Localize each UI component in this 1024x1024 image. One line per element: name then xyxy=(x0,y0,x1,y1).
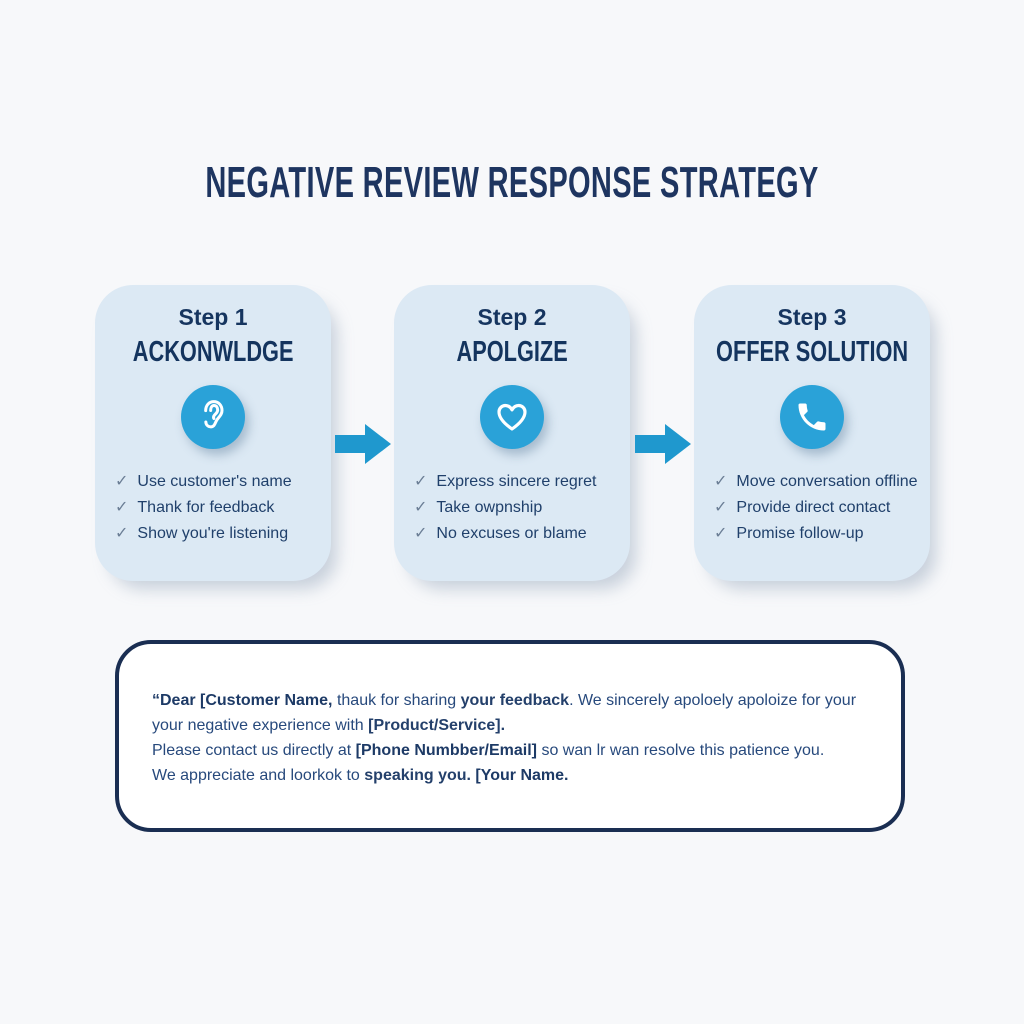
template-text-segment: “Dear [Customer Name, xyxy=(152,692,333,709)
template-text-segment: We appreciate and loorkok to xyxy=(152,767,365,784)
checklist-item: ✓ Move conversation offline xyxy=(714,469,930,495)
step2-title: APOLGIZE xyxy=(456,336,568,368)
checklist-item-label: Show you're listening xyxy=(137,525,289,542)
template-line-4: We appreciate and loorkok to speaking yo… xyxy=(152,763,873,788)
checklist-item-label: Promise follow-up xyxy=(736,525,864,542)
response-template-box: “Dear [Customer Name, thauk for sharing … xyxy=(115,640,905,832)
checklist-item: ✓ Show you're listening xyxy=(115,521,331,547)
arrow-head xyxy=(665,424,691,464)
checklist-item: ✓ Express sincere regret xyxy=(414,469,630,495)
ear-icon xyxy=(181,385,245,449)
step-card-offer-solution: Step 3 OFFER SOLUTION ✓ Move conversatio… xyxy=(694,285,930,581)
step1-number-label: Step 1 xyxy=(178,304,248,330)
checkmark-icon: ✓ xyxy=(714,473,728,490)
checklist-item: ✓ Take owpnship xyxy=(414,495,630,521)
template-line-3: Please contact us directly at [Phone Num… xyxy=(152,738,873,763)
arrow-shaft xyxy=(635,435,665,453)
template-text-segment: [Your Name. xyxy=(470,767,569,784)
step3-title: OFFER SOLUTION xyxy=(715,336,909,368)
template-text-segment: [Phone Numbber/Email] xyxy=(355,742,538,759)
checklist-item: ✓ Thank for feedback xyxy=(115,495,331,521)
template-text-segment: . We sincerely apoloely apoloize for you… xyxy=(569,692,857,709)
template-text-segment: [Product/Service]. xyxy=(368,717,506,734)
checkmark-icon: ✓ xyxy=(115,473,129,490)
step2-number-label: Step 2 xyxy=(477,304,547,330)
step3-number-label: Step 3 xyxy=(777,304,847,330)
checklist-item-label: Use customer's name xyxy=(137,473,292,490)
step1-checklist: ✓ Use customer's name ✓ Thank for feedba… xyxy=(95,469,331,547)
checklist-item-label: Provide direct contact xyxy=(736,499,891,516)
checkmark-icon: ✓ xyxy=(714,525,728,542)
checklist-item: ✓ Provide direct contact xyxy=(714,495,930,521)
checklist-item: ✓ Use customer's name xyxy=(115,469,331,495)
template-text-segment: your negative experience with xyxy=(152,717,369,734)
step2-checklist: ✓ Express sincere regret ✓ Take owpnship… xyxy=(394,469,630,547)
arrow-shaft xyxy=(335,435,365,453)
step3-checklist: ✓ Move conversation offline ✓ Provide di… xyxy=(694,469,930,547)
phone-icon xyxy=(780,385,844,449)
template-text-segment: your feedback xyxy=(460,692,570,709)
checkmark-icon: ✓ xyxy=(414,525,428,542)
step-card-acknowledge: Step 1 ACKONWLDGE ✓ Use customer's name … xyxy=(95,285,331,581)
checkmark-icon: ✓ xyxy=(414,499,428,516)
checkmark-icon: ✓ xyxy=(414,473,428,490)
checklist-item: ✓ No excuses or blame xyxy=(414,521,630,547)
checklist-item: ✓ Promise follow-up xyxy=(714,521,930,547)
template-text-segment: speaking you. xyxy=(364,767,471,784)
checkmark-icon: ✓ xyxy=(115,525,129,542)
template-line-1: “Dear [Customer Name, thauk for sharing … xyxy=(152,688,873,713)
checklist-item-label: Express sincere regret xyxy=(436,473,597,490)
checkmark-icon: ✓ xyxy=(714,499,728,516)
checklist-item-label: Thank for feedback xyxy=(137,499,275,516)
template-line-2: your negative experience with [Product/S… xyxy=(152,713,873,738)
template-text-segment: so wan lr wan resolve this patience you. xyxy=(537,742,825,759)
arrow-right-icon xyxy=(635,424,691,464)
step1-title: ACKONWLDGE xyxy=(132,336,294,368)
template-text-segment: thauk for sharing xyxy=(332,692,461,709)
heart-icon xyxy=(480,385,544,449)
checklist-item-label: No excuses or blame xyxy=(436,525,587,542)
template-text-segment: Please contact us directly at xyxy=(152,742,356,759)
checkmark-icon: ✓ xyxy=(115,499,129,516)
checklist-item-label: Move conversation offline xyxy=(736,473,918,490)
page-title: NEGATIVE REVIEW RESPONSE STRATEGY xyxy=(205,158,819,207)
arrow-right-icon xyxy=(335,424,391,464)
checklist-item-label: Take owpnship xyxy=(436,499,543,516)
arrow-head xyxy=(365,424,391,464)
step-card-apologize: Step 2 APOLGIZE ✓ Express sincere regret… xyxy=(394,285,630,581)
